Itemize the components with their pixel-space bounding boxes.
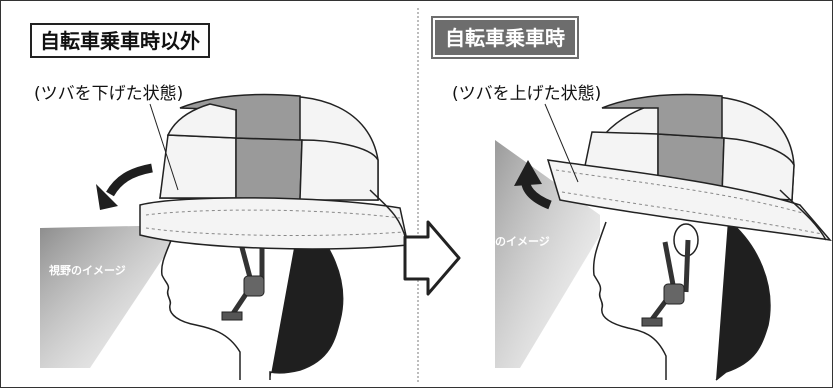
right-chin-cord — [779, 189, 827, 241]
left-strap-end — [221, 311, 243, 321]
up-arrow-icon — [514, 160, 552, 210]
right-arrow-icon — [403, 220, 461, 296]
right-label-pointer — [544, 103, 579, 183]
down-arrow-icon — [96, 163, 153, 210]
left-chin-cord — [369, 189, 407, 241]
left-buckle — [243, 275, 265, 297]
right-hat-brim — [546, 159, 832, 242]
left-vision-cone — [40, 225, 185, 368]
left-label-pointer — [149, 103, 179, 191]
right-buckle — [663, 283, 685, 305]
right-state-label: (ツバを上げた状態) — [452, 84, 602, 104]
right-vision-label: 視野のイメージ — [473, 235, 550, 248]
right-mode-title: 自転車乗車時 — [431, 16, 579, 59]
left-hat-brim — [139, 197, 409, 250]
left-state-label: (ツバを下げた状態) — [34, 84, 184, 104]
center-divider — [417, 8, 419, 382]
right-head-illustration — [592, 219, 771, 381]
left-head-illustration — [160, 214, 344, 380]
left-vision-label: 視野のイメージ — [49, 264, 126, 277]
left-hat-crown — [159, 93, 379, 201]
right-strap-end — [641, 317, 663, 327]
left-mode-title: 自転車乗車時以外 — [30, 23, 210, 58]
